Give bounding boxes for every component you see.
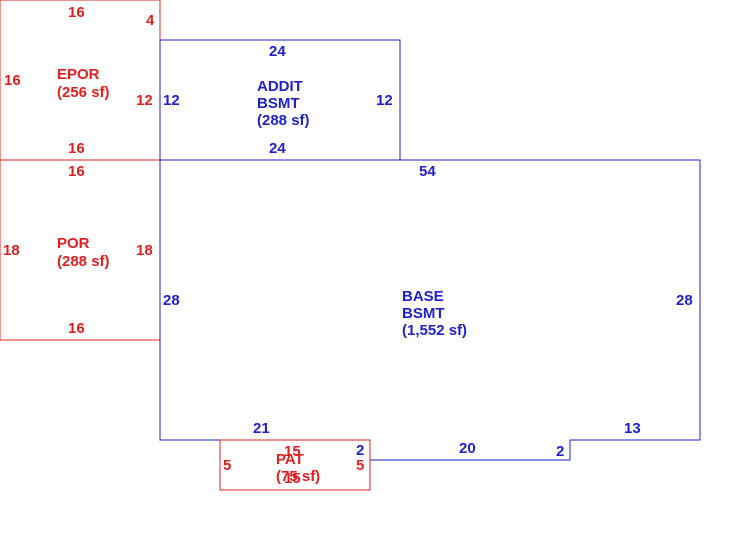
base-dim-bottom-right: 13	[624, 420, 641, 437]
base-dim-bottom-mid: 20	[459, 440, 476, 457]
base-dim-left: 28	[163, 292, 180, 309]
epor-dim-corner: 4	[146, 12, 155, 29]
por-dim-left: 18	[3, 242, 20, 259]
por-area: (288 sf)	[57, 253, 110, 270]
base-dim-step-right: 2	[556, 443, 564, 460]
base-area: (1,552 sf)	[402, 322, 467, 339]
base-dim-right: 28	[676, 292, 693, 309]
base-dim-top: 54	[419, 163, 436, 180]
base-dim-step-left: 2	[356, 442, 364, 459]
epor-dim-bottom: 16	[68, 140, 85, 157]
base-name-line2: BSMT	[402, 305, 445, 322]
por-dim-top: 16	[68, 163, 85, 180]
addit-dim-right: 12	[376, 92, 393, 109]
por-dim-bottom: 16	[68, 320, 85, 337]
addit-dim-bottom: 24	[269, 140, 286, 157]
epor-name: EPOR	[57, 66, 100, 83]
por-name: POR	[57, 235, 90, 252]
pat-dim-top: 15	[284, 443, 301, 460]
pat-dim-left: 5	[223, 457, 231, 474]
pat-outline	[219, 439, 371, 491]
pat-dim-right: 5	[356, 457, 364, 474]
por-dim-right: 18	[136, 242, 153, 259]
addit-area: (288 sf)	[257, 112, 310, 129]
base-name-line1: BASE	[402, 288, 444, 305]
base-dim-bottom-left: 21	[253, 420, 270, 437]
addit-dim-left: 12	[163, 92, 180, 109]
epor-dim-right: 12	[136, 92, 153, 109]
epor-dim-top: 16	[68, 4, 85, 21]
addit-dim-top: 24	[269, 43, 286, 60]
pat-dim-bottom: 15	[284, 470, 301, 487]
pat-area: (75 sf)	[276, 468, 320, 485]
epor-area: (256 sf)	[57, 84, 110, 101]
pat-name: PAT	[276, 451, 304, 468]
addit-name-line2: BSMT	[257, 95, 300, 112]
addit-name-line1: ADDIT	[257, 78, 303, 95]
epor-dim-left: 16	[4, 72, 21, 89]
